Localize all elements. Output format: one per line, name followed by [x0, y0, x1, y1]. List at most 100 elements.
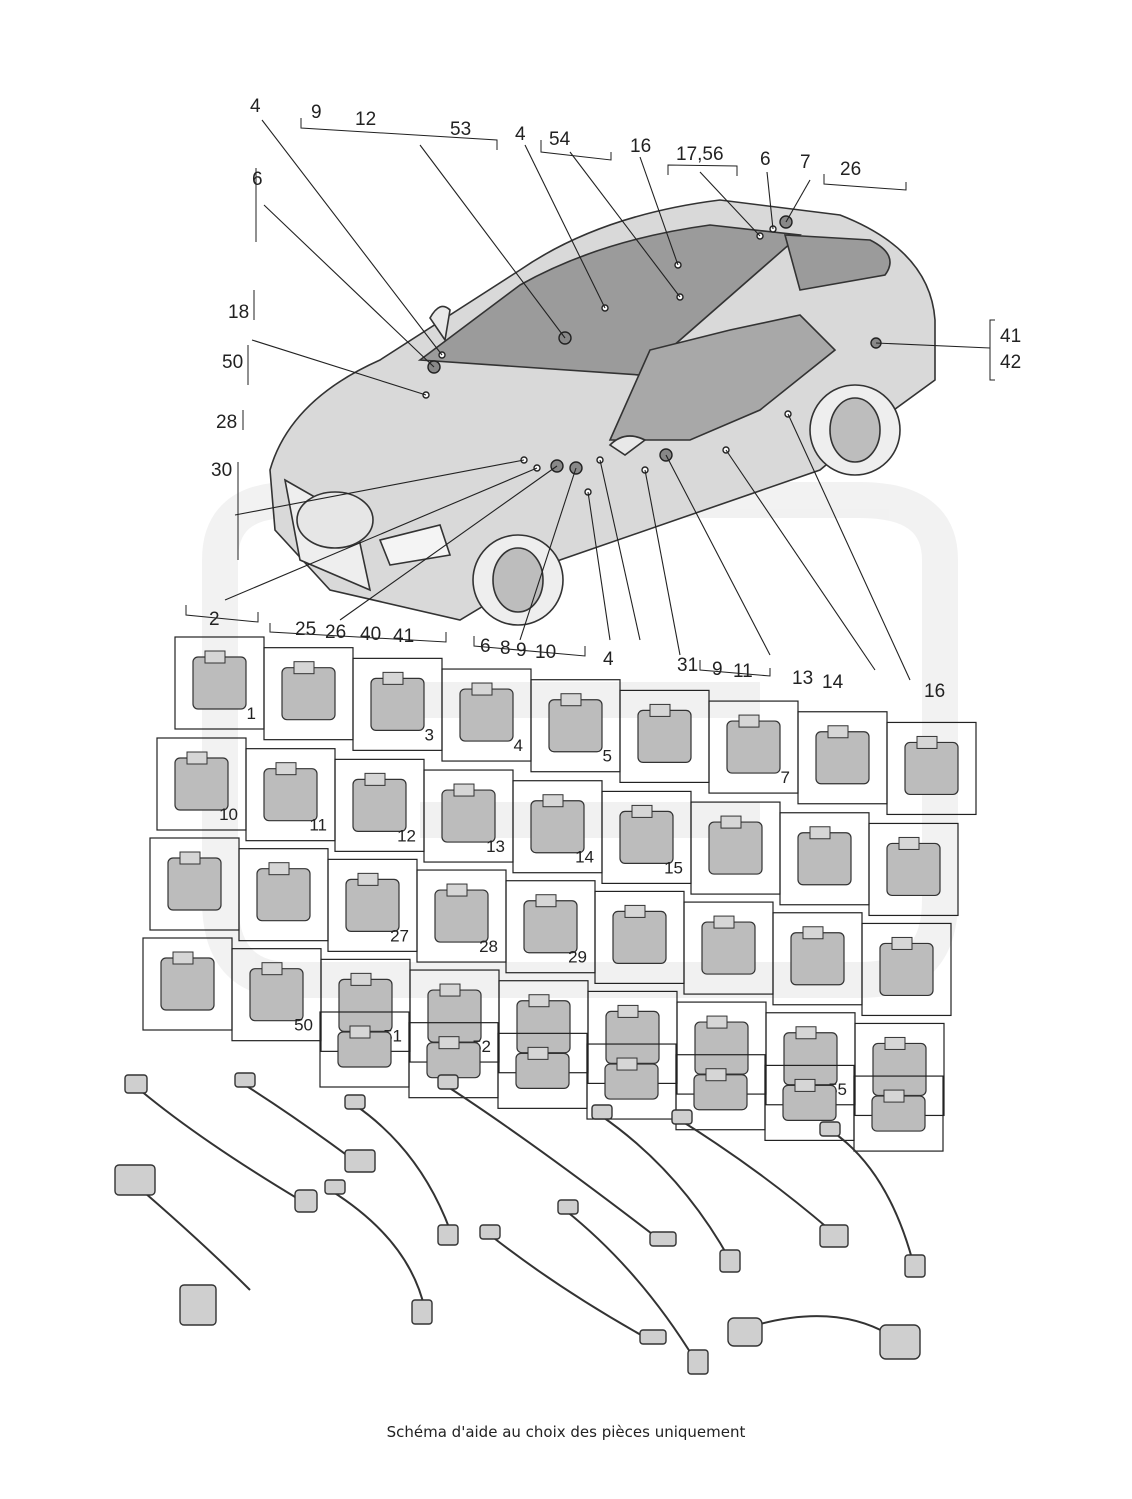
cable-harnesses	[129, 1084, 916, 1361]
connector-latch-icon	[446, 883, 468, 897]
callout-top-8: 17,56	[676, 144, 724, 165]
connector-latch-icon	[535, 894, 557, 908]
connector-icon	[815, 731, 870, 785]
connector-latch-icon	[794, 1078, 816, 1092]
callout-labels: 4 9 12 53 4 54 16 17,56 6 7 26 6 18 50 2…	[209, 96, 1021, 702]
callout-top-5: 4	[515, 124, 526, 145]
connector-latch-icon	[293, 661, 315, 675]
tile-number: 13	[486, 837, 505, 856]
connector-latch-icon	[382, 671, 404, 685]
tile-number: 3	[425, 725, 434, 744]
connector-latch-icon	[883, 1089, 905, 1103]
callout-top-3: 12	[355, 109, 376, 130]
connector-icon	[459, 688, 514, 742]
connector-latch-icon	[884, 1036, 906, 1050]
tile-number: 28	[479, 937, 498, 956]
connector-icon	[726, 720, 781, 774]
connector-icon	[256, 868, 311, 922]
connector-latch-icon	[275, 762, 297, 776]
callout-top-11: 26	[840, 159, 861, 180]
connector-latch-icon	[898, 836, 920, 850]
callout-bottom-3: 26	[325, 622, 346, 643]
connector-icon	[879, 942, 934, 997]
connector-icon	[872, 1042, 927, 1097]
connector-icon	[783, 1032, 838, 1086]
callout-bottom-8: 9	[516, 640, 527, 661]
connector-latch-icon	[616, 1057, 638, 1071]
connector-latch-icon	[527, 1046, 549, 1060]
callout-top-4: 53	[450, 119, 471, 140]
connector-latch-icon	[268, 862, 290, 876]
connector-latch-icon	[827, 725, 849, 739]
connector-icon	[434, 889, 489, 943]
connector-latch-icon	[542, 794, 564, 808]
cable-connectors	[114, 1072, 926, 1375]
connector-icon	[904, 741, 959, 796]
tile-number: 4	[514, 736, 523, 755]
callout-right-2: 42	[1000, 352, 1021, 373]
connector-latch-icon	[560, 693, 582, 707]
connector-icon	[886, 842, 941, 897]
callout-bottom-1: 2	[209, 609, 220, 630]
connector-icon	[370, 677, 425, 731]
tile-number: 5	[603, 747, 612, 766]
tile-number: 15	[664, 858, 683, 877]
connector-icon	[790, 932, 845, 986]
callout-bottom-11: 31	[677, 655, 698, 676]
connector-icon	[160, 957, 215, 1011]
connector-icon	[605, 1010, 660, 1065]
leader-lines	[224, 119, 991, 681]
connector-icon	[637, 709, 692, 764]
callout-top-7: 16	[630, 136, 651, 157]
callout-bottom-9: 10	[535, 642, 556, 663]
car-illustration	[269, 199, 936, 626]
callout-bottom-4: 40	[360, 624, 381, 645]
tile-number: 27	[390, 926, 409, 945]
connector-latch-icon	[439, 983, 461, 997]
callout-top-10: 7	[800, 152, 811, 173]
callout-top-6: 54	[549, 129, 571, 150]
callout-right-1: 41	[1000, 326, 1021, 347]
connector-latch-icon	[891, 936, 913, 950]
tile-number: 10	[219, 805, 238, 824]
connector-latch-icon	[364, 772, 386, 786]
connector-latch-icon	[617, 1004, 639, 1018]
connector-latch-icon	[204, 650, 226, 664]
connector-icon	[708, 821, 763, 875]
callout-bottom-13: 11	[733, 661, 753, 682]
connector-latch-icon	[528, 994, 550, 1008]
connector-icon	[797, 832, 852, 886]
callout-bottom-5: 41	[393, 626, 414, 647]
connector-icon	[619, 810, 674, 865]
connector-latch-icon	[706, 1015, 728, 1029]
connector-icon	[523, 900, 578, 954]
connector-icon	[701, 921, 756, 975]
connector-icon	[548, 699, 603, 753]
connector-latch-icon	[713, 915, 735, 929]
connector-latch-icon	[350, 972, 372, 986]
connector-latch-icon	[802, 926, 824, 940]
tile-number: 11	[309, 816, 327, 835]
connector-latch-icon	[631, 804, 653, 818]
callout-bottom-10: 4	[603, 649, 614, 670]
connector-latch-icon	[471, 682, 493, 696]
connector-icon	[427, 989, 482, 1043]
connector-latch-icon	[453, 783, 475, 797]
connector-latch-icon	[720, 815, 742, 829]
connector-latch-icon	[624, 904, 646, 918]
connector-icon	[530, 800, 585, 854]
connector-tile	[886, 721, 977, 816]
connector-icon	[516, 1000, 571, 1054]
connector-icon	[167, 857, 222, 911]
callout-bottom-14: 13	[792, 668, 813, 689]
connector-latch-icon	[795, 1026, 817, 1040]
connector-latch-icon	[172, 951, 194, 965]
callout-left-2: 18	[228, 302, 249, 323]
connector-latch-icon	[357, 872, 379, 886]
tile-number: 7	[781, 768, 790, 787]
connector-icon	[338, 978, 393, 1032]
connector-icon	[249, 968, 304, 1022]
connector-tile	[861, 922, 952, 1017]
callout-left-5: 30	[211, 460, 232, 481]
